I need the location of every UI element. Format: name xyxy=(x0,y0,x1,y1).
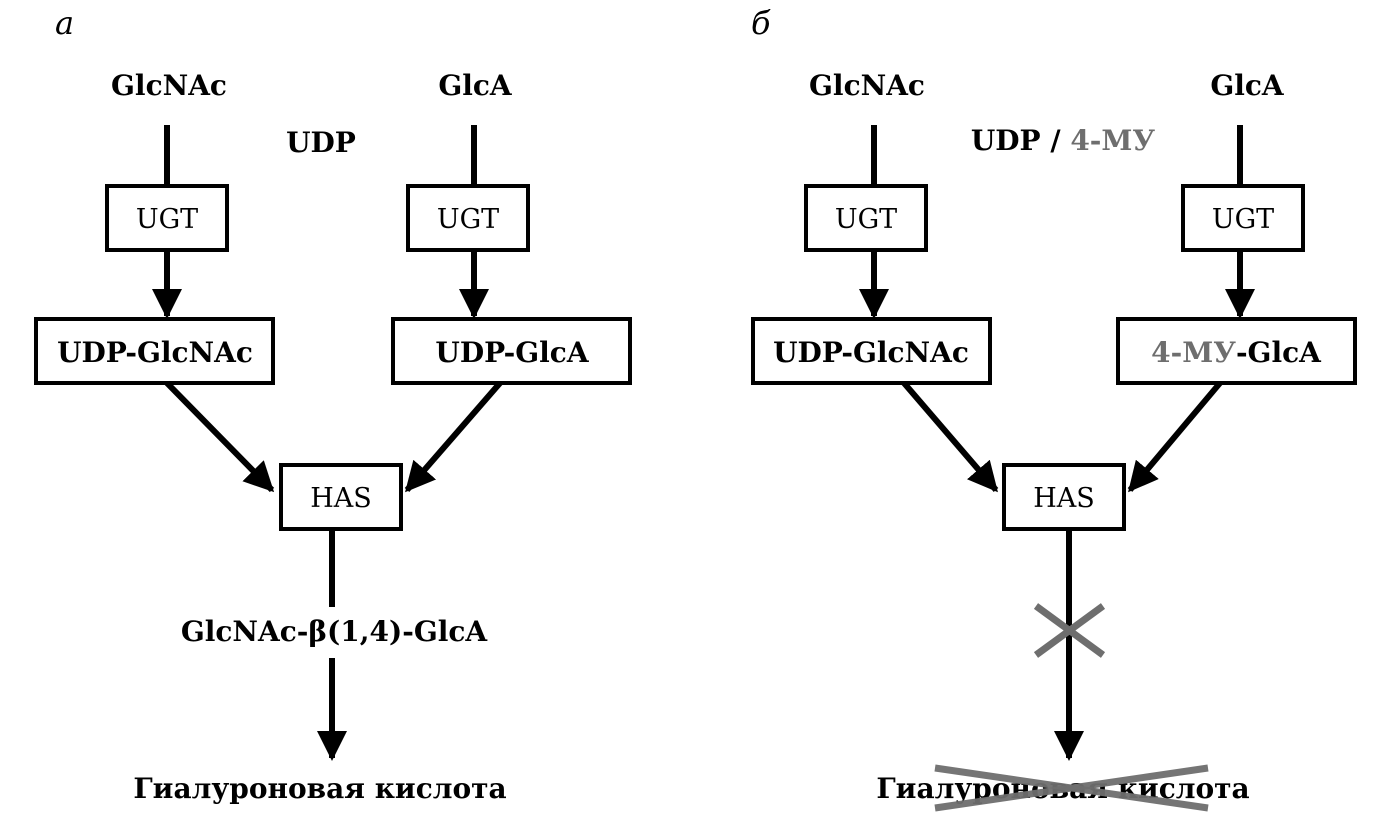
synthase-has: HAS xyxy=(1033,483,1095,514)
intermediate-box-udp-glcnac xyxy=(751,317,992,385)
strikethrough-cross-icon xyxy=(934,764,1209,812)
enzyme-ugt-right: UGT xyxy=(1212,204,1274,235)
intermediate-udp-glca: UDP-GlcA xyxy=(435,336,589,369)
panel-b-label: б xyxy=(751,4,771,42)
intermediate-udp-glcnac: UDP-GlcNAc xyxy=(57,336,253,369)
cofactor-separator: / xyxy=(1041,124,1071,157)
arrow-udp-glcnac-to-has xyxy=(901,381,999,493)
product-hyaluronic-acid: Гиалуроновая кислота xyxy=(133,772,506,805)
intermediate-udp-glcnac: UDP-GlcNAc xyxy=(773,336,969,369)
synthase-has: HAS xyxy=(310,483,372,514)
intermediate-box-udp-glcnac xyxy=(34,317,275,385)
cofactor-udp: UDP xyxy=(286,126,356,159)
disaccharide-label: GlcNAc-β(1,4)-GlcA xyxy=(181,615,489,648)
synthase-box-has xyxy=(279,463,403,531)
enzyme-ugt-right: UGT xyxy=(437,204,499,235)
arrow-4mu-glca-to-has xyxy=(1127,381,1223,493)
panel-b: б GlcNAc GlcA UDP / 4-МУ UGT UGT UDP-Glc… xyxy=(751,4,1357,812)
panel-a: а GlcNAc GlcA UDP UGT UGT UDP-GlcNAc UDP… xyxy=(34,4,632,805)
intermediate-4mu-part: 4-МУ xyxy=(1151,336,1236,369)
arrow-udp-glcnac-to-has xyxy=(164,380,275,493)
intermediate-box-4mu-glca xyxy=(1116,317,1357,385)
cross-mark-icon xyxy=(1033,603,1106,658)
enzyme-box-ugt-right xyxy=(1181,184,1305,252)
cofactor-label: UDP / 4-МУ xyxy=(971,124,1156,157)
cofactor-4mu: 4-МУ xyxy=(1070,124,1155,157)
enzyme-box-ugt-left xyxy=(804,184,928,252)
intermediate-box-udp-glca xyxy=(391,317,632,385)
intermediate-glca-part: -GlcA xyxy=(1236,336,1322,369)
substrate-glcnac: GlcNAc xyxy=(809,69,925,102)
synthase-box-has xyxy=(1002,463,1126,531)
enzyme-box-ugt-right xyxy=(406,184,530,252)
substrate-glca: GlcA xyxy=(438,69,513,102)
substrate-glcnac: GlcNAc xyxy=(111,69,227,102)
panel-a-label: а xyxy=(55,4,74,42)
substrate-glca: GlcA xyxy=(1210,69,1285,102)
cofactor-udp: UDP xyxy=(971,124,1041,157)
enzyme-box-ugt-left xyxy=(105,184,229,252)
enzyme-ugt-left: UGT xyxy=(835,204,897,235)
enzyme-ugt-left: UGT xyxy=(136,204,198,235)
intermediate-4mu-glca: 4-МУ-GlcA xyxy=(1151,336,1322,369)
arrow-udp-glca-to-has xyxy=(404,381,503,493)
